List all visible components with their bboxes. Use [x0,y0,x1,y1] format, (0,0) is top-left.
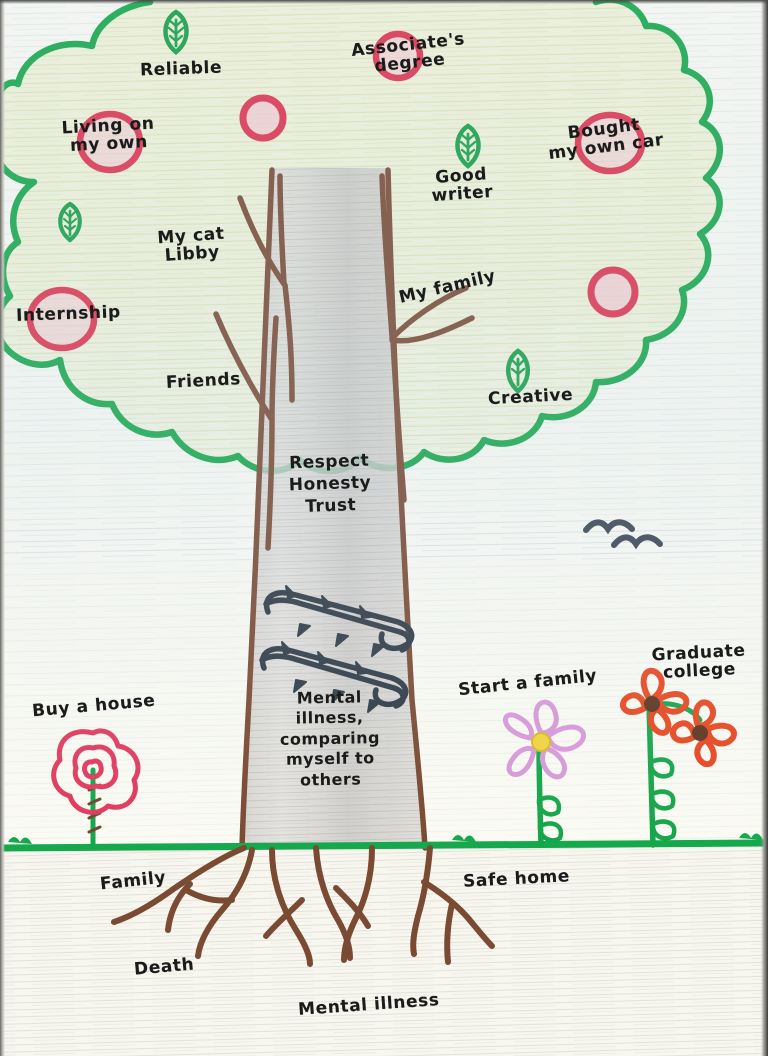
apple-plain-right [587,266,639,318]
apple-plain-top [239,94,287,142]
apple-bought-my-own-car [574,111,646,175]
bird-icon-1 [583,519,635,535]
violet-petals [503,699,586,780]
orange-flower-b-center [692,725,708,741]
label-friends: Friends [165,369,242,393]
label-living-on-my-own: Living on my own [61,113,155,157]
apples-group [26,30,646,352]
apple-internship [26,286,98,352]
violet-flower-center [531,732,551,752]
barbed-wire-group [259,585,415,713]
label-internship: Internship [15,302,122,326]
barbed-wire-coil-lower [259,641,409,713]
leaf-upper [536,795,562,817]
trunk-struggle-text: Mental illness, comparing myself to othe… [279,687,381,790]
leaf-lower [537,821,564,843]
orange-flower-a [620,667,690,736]
leaf-badges-group [58,9,530,394]
label-creative: Creative [487,384,574,410]
label-reliable: Reliable [139,57,223,81]
grass-tuft-left [8,837,32,844]
grass-tuft-mid [452,835,476,842]
orange-flower-a-center [644,696,660,712]
label-good-writer: Good writer [431,164,494,207]
bird-icon-2 [611,534,663,550]
page-edge-top [0,0,768,4]
page-edge-left [0,0,5,1056]
trunk-values-text: Respect Honesty Trust [288,450,372,517]
birds-group [583,519,663,550]
leaf-icon-reliable [163,9,189,55]
apple-associates-degree [372,30,424,82]
apple-living-on-my-own [76,110,144,174]
flower-buy-a-house [51,728,141,848]
leaf-icon-creative [506,348,530,394]
ground-group [0,833,768,852]
label-my-cat-libby: My cat Libby [156,223,226,267]
flower-graduate-college [620,667,737,848]
roots-group [111,845,495,967]
label-graduate-college: Graduate college [651,640,746,684]
leaf-icon-good-writer [455,123,481,169]
barbed-wire-coil-upper [263,585,415,657]
page-edge-right [761,0,768,1056]
flower-start-a-family [503,699,586,848]
tree-branches [213,173,475,551]
grass-tuft-right [739,833,763,840]
leaf-icon-unlabeled [58,201,82,243]
